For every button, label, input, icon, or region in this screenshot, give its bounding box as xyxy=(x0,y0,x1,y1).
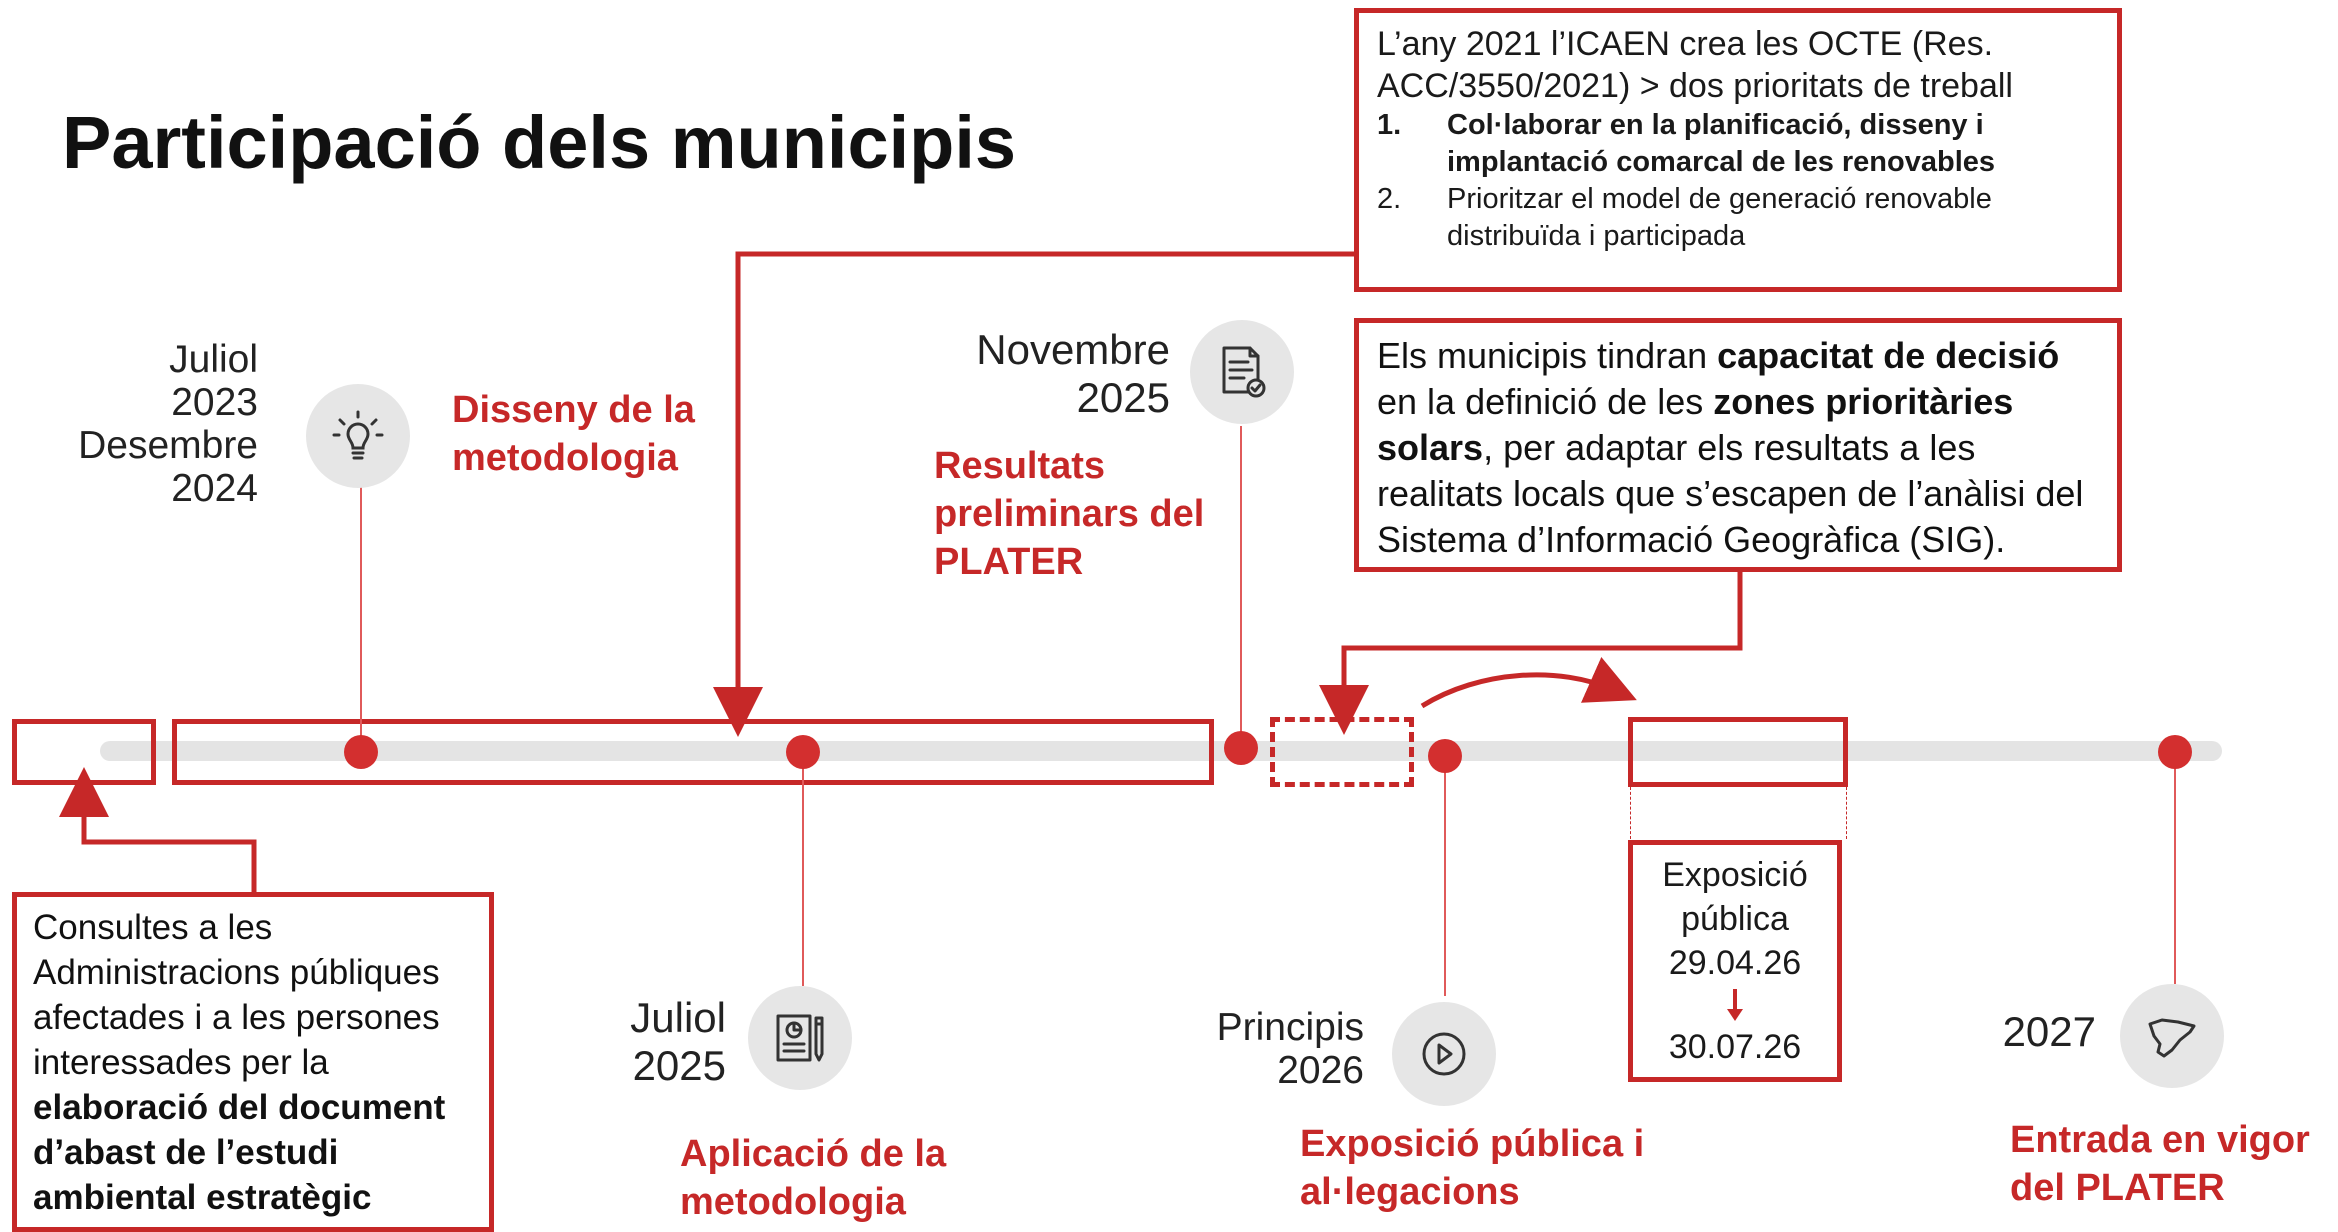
octe-item-number: 2. xyxy=(1377,183,1402,215)
exposicio-icon-circle xyxy=(1392,1002,1496,1106)
down-arrow-icon xyxy=(1727,989,1743,1021)
timeline-dot-entrada xyxy=(2158,735,2192,769)
date-line: Principis xyxy=(1216,1006,1364,1049)
municipis-callout: Els municipis tindran capacitat de decis… xyxy=(1354,318,2122,572)
shift-curved-arrow xyxy=(1420,657,1637,709)
exposicio-dates-box: Exposició pública 29.04.26 30.07.26 xyxy=(1628,840,1842,1082)
date-aplicacio: Juliol 2025 xyxy=(560,994,726,1090)
page-title: Participació dels municipis xyxy=(62,101,1017,184)
text-run: Els municipis tindran xyxy=(1377,335,1718,376)
label-line: Exposició pública i xyxy=(1300,1123,1645,1165)
document-check-icon xyxy=(1222,346,1266,398)
expo-end-date: 30.07.26 xyxy=(1668,1028,1802,1066)
text-bold-run: capacitat de decisió xyxy=(1717,335,2060,376)
consultes-callout: Consultes a les Administracions públique… xyxy=(12,892,494,1232)
stem-resultats xyxy=(1240,426,1242,740)
date-line: 2023 xyxy=(171,381,258,424)
date-line: Juliol xyxy=(169,338,258,381)
expo-line1: Exposició xyxy=(1662,856,1808,894)
date-line: 2026 xyxy=(1277,1049,1364,1092)
label-line: preliminars del xyxy=(934,493,1205,535)
municipis-text: Els municipis tindran capacitat de decis… xyxy=(1377,333,2099,563)
label-line: metodologia xyxy=(452,437,678,479)
timeline-dot-disseny xyxy=(344,735,378,769)
label-line: Entrada en vigor xyxy=(2010,1119,2310,1161)
date-line: Desembre xyxy=(78,424,258,467)
municipis-connector xyxy=(1319,570,1743,735)
date-entrada: 2027 xyxy=(1976,1008,2096,1056)
date-resultats: Novembre 2025 xyxy=(900,326,1170,422)
aplicacio-icon-circle xyxy=(748,986,852,1090)
timeline-dot-exposicio xyxy=(1428,739,1462,773)
octe-item-number: 1. xyxy=(1377,109,1402,141)
date-line: Juliol xyxy=(630,994,726,1041)
timeline-track xyxy=(100,741,2222,761)
report-pencil-icon xyxy=(776,1014,824,1062)
date-line: 2027 xyxy=(2002,1008,2096,1055)
expo-start-date: 29.04.26 xyxy=(1668,944,1802,982)
catalonia-map-icon xyxy=(2148,1018,2196,1058)
label-line: metodologia xyxy=(680,1181,906,1223)
expo-line2: pública xyxy=(1681,900,1789,938)
consultes-connector xyxy=(59,767,257,896)
stem-entrada xyxy=(2174,762,2176,984)
text-run: Consultes a les Administracions públique… xyxy=(33,908,440,1082)
timeline-dot-aplicacio xyxy=(786,735,820,769)
label-line: Aplicació de la xyxy=(680,1133,947,1175)
label-aplicacio: Aplicació de la metodologia xyxy=(680,1130,946,1226)
date-line: Novembre xyxy=(976,326,1170,373)
date-line: 2025 xyxy=(1076,374,1170,421)
label-disseny: Disseny de la metodologia xyxy=(452,386,695,482)
date-exposicio: Principis 2026 xyxy=(1164,1006,1364,1092)
disseny-icon-circle xyxy=(306,384,410,488)
octe-intro: L’any 2021 l’ICAEN crea les OCTE (Res. A… xyxy=(1377,25,2013,105)
label-line: Resultats xyxy=(934,445,1106,487)
octe-connector xyxy=(713,251,1356,737)
exposicio-period-box xyxy=(1628,717,1848,787)
label-resultats: Resultats preliminars del PLATER xyxy=(934,442,1204,586)
stem-exposicio xyxy=(1444,762,1446,996)
label-line: al·legacions xyxy=(1300,1171,1520,1213)
label-line: del PLATER xyxy=(2010,1167,2225,1209)
date-line: 2025 xyxy=(632,1042,726,1089)
entrada-icon-circle xyxy=(2120,984,2224,1088)
octe-item-text: Col·laborar en la planificació, disseny … xyxy=(1447,109,1996,178)
label-exposicio: Exposició pública i al·legacions xyxy=(1300,1120,1644,1216)
text-bold-run: elaboració del document d’abast de l’est… xyxy=(33,1088,446,1217)
timeline-dot-resultats xyxy=(1224,731,1258,765)
exposicio-guide-left xyxy=(1630,787,1631,839)
octe-item-1: 1. Col·laborar en la planificació, disse… xyxy=(1377,107,2099,181)
stem-disseny xyxy=(360,486,362,740)
exposicio-guide-right xyxy=(1846,787,1847,839)
label-entrada: Entrada en vigor del PLATER xyxy=(2010,1116,2310,1212)
date-disseny: Juliol 2023 Desembre 2024 xyxy=(40,338,258,510)
play-icon xyxy=(1422,1032,1466,1076)
consultes-text: Consultes a les Administracions públique… xyxy=(33,905,473,1220)
lightbulb-icon xyxy=(332,410,384,460)
date-line: 2024 xyxy=(171,467,258,510)
text-run: en la definició de les xyxy=(1377,381,1714,422)
resultats-icon-circle xyxy=(1190,320,1294,424)
label-line: Disseny de la xyxy=(452,389,695,431)
metodologia-period-box xyxy=(172,719,1214,785)
octe-item-2: 2. Prioritzar el model de generació reno… xyxy=(1377,181,2099,255)
text-bold-run: zones prioritàries solars xyxy=(1377,381,2014,468)
stem-aplicacio xyxy=(802,762,804,986)
label-line: PLATER xyxy=(934,541,1084,583)
octe-callout: L’any 2021 l’ICAEN crea les OCTE (Res. A… xyxy=(1354,8,2122,292)
octe-item-text: Prioritzar el model de generació renovab… xyxy=(1447,183,1992,252)
text-run: , per adaptar els resultats a les realit… xyxy=(1377,427,2084,560)
